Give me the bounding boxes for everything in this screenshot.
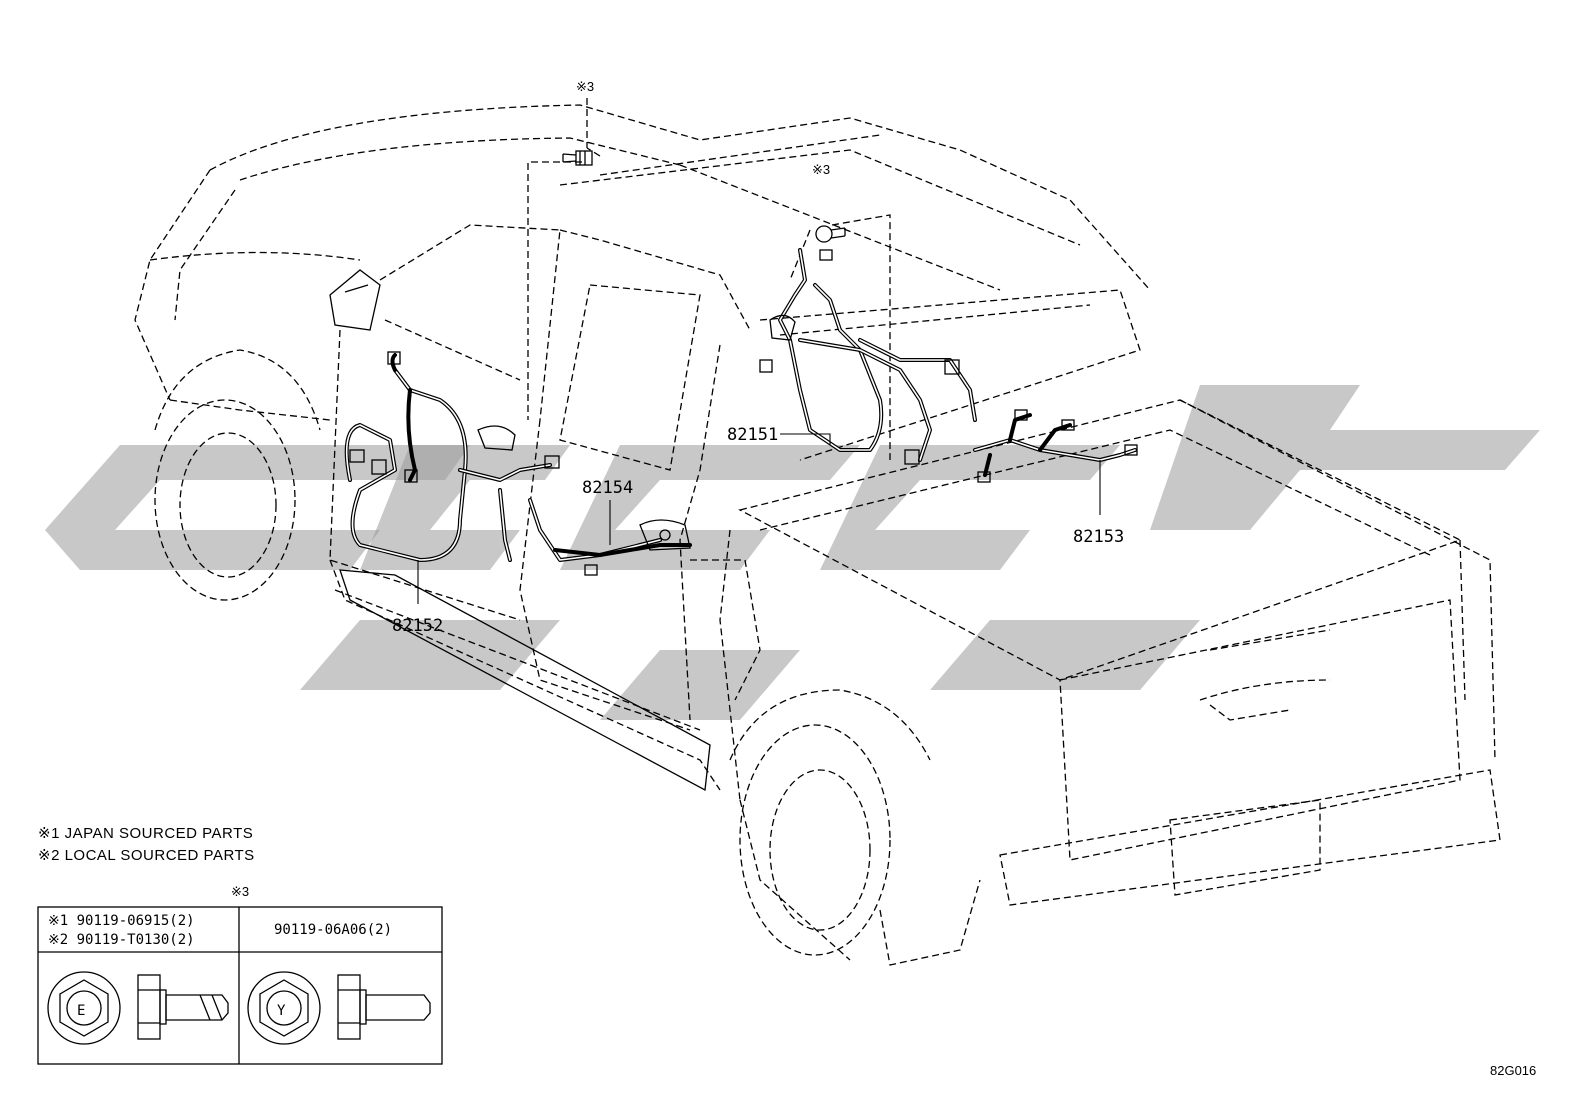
leader-lines (417, 433, 1101, 604)
table-left-line2: ※2 90119-T0130(2) (48, 932, 195, 948)
table-right-line: 90119-06A06(2) (274, 922, 392, 938)
harness-door-link (458, 425, 662, 576)
part-label-82151: 82151 (727, 425, 778, 445)
ref-marker-right: ※3 (812, 162, 830, 177)
part-label-82152: 82152 (392, 616, 443, 636)
table-left-line1: ※1 90119-06915(2) (48, 913, 195, 929)
part-label-82154: 82154 (582, 478, 633, 498)
note-japan-sourced: ※1 JAPAN SOURCED PARTS (38, 825, 253, 842)
fastener-table: ※3 ※1 90119-06915(2) ※2 90119-T0130(2) 9… (37, 884, 443, 1065)
harness-82153 (973, 409, 1138, 483)
ref-marker-top: ※3 (576, 79, 594, 94)
vehicle-outline (134, 104, 1501, 966)
bolt-top-icon (562, 150, 593, 166)
part-label-82153: 82153 (1073, 527, 1124, 547)
bolt-y-side-icon (337, 974, 431, 1040)
bolt-right-icon (815, 225, 846, 243)
table-header: ※3 (231, 884, 249, 899)
bolt-y-mark: Y (277, 1003, 286, 1019)
bolt-y-head-icon: Y (247, 971, 321, 1045)
note-local-sourced: ※2 LOCAL SOURCED PARTS (38, 847, 255, 864)
watermark (45, 385, 1540, 720)
harness-82154 (553, 519, 692, 557)
bolt-e-head-icon: E (47, 971, 121, 1045)
figure-code: 82G016 (1490, 1063, 1536, 1078)
bolt-e-mark: E (77, 1003, 85, 1019)
harness-82151 (759, 248, 977, 465)
harness-82152 (344, 351, 468, 562)
bolt-e-side-icon (137, 974, 229, 1040)
